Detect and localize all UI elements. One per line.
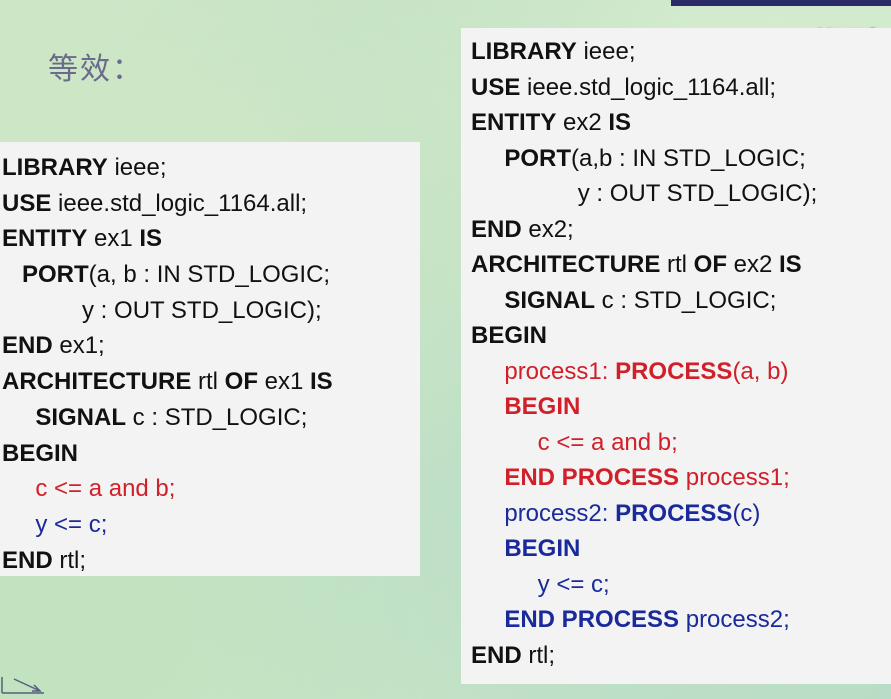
code-line: process2: PROCESS(c) bbox=[471, 496, 891, 532]
code-line: END rtl; bbox=[2, 543, 420, 579]
code-token: OF bbox=[224, 368, 258, 396]
code-line: LIBRARY ieee; bbox=[471, 34, 891, 70]
code-token: ex1 bbox=[87, 225, 140, 253]
code-token: ex1; bbox=[52, 332, 105, 360]
code-line: BEGIN bbox=[471, 389, 891, 425]
code-line: BEGIN bbox=[471, 531, 891, 567]
code-line: END ex1; bbox=[2, 328, 420, 364]
code-token: ARCHITECTURE bbox=[2, 368, 192, 396]
code-token: y : OUT STD_LOGIC); bbox=[471, 180, 818, 207]
code-token: ex1 bbox=[257, 368, 311, 396]
code-token: ENTITY bbox=[2, 225, 88, 253]
code-line: END ex2; bbox=[471, 212, 891, 248]
code-token: OF bbox=[693, 251, 727, 278]
code-token: c <= a and b; bbox=[471, 428, 678, 456]
code-token: ex2 bbox=[726, 251, 780, 278]
code-token: END bbox=[2, 332, 53, 360]
code-token: IS bbox=[310, 368, 333, 396]
code-line: USE ieee.std_logic_1164.all; bbox=[471, 70, 891, 106]
code-token: (a, b : IN STD_LOGIC; bbox=[88, 261, 331, 289]
page-title: 等效： bbox=[48, 52, 144, 87]
code-token: ieee; bbox=[576, 38, 636, 65]
code-token: rtl bbox=[660, 251, 694, 278]
code-token: process1: bbox=[471, 357, 616, 385]
code-token: END bbox=[471, 641, 522, 669]
code-token: SIGNAL bbox=[2, 403, 127, 431]
code-line: c <= a and b; bbox=[471, 425, 891, 461]
code-line: y <= c; bbox=[471, 567, 891, 603]
code-token: BEGIN bbox=[471, 393, 581, 420]
top-accent-bar bbox=[671, 0, 891, 6]
code-token: BEGIN bbox=[2, 439, 79, 467]
code-token: END bbox=[2, 546, 53, 574]
code-token: END PROCESS bbox=[471, 464, 680, 491]
slide-nav-corner-icon[interactable] bbox=[0, 671, 46, 695]
code-token: BEGIN bbox=[471, 535, 581, 562]
code-line: END PROCESS process2; bbox=[471, 602, 891, 638]
code-token: ieee; bbox=[107, 154, 167, 181]
code-token: BEGIN bbox=[471, 322, 548, 349]
code-line: ARCHITECTURE rtl OF ex2 IS bbox=[471, 247, 891, 283]
code-token: IS bbox=[608, 109, 632, 136]
code-line: ENTITY ex2 IS bbox=[471, 105, 891, 141]
code-line: ARCHITECTURE rtl OF ex1 IS bbox=[2, 364, 420, 400]
code-line: PORT(a,b : IN STD_LOGIC; bbox=[471, 141, 891, 177]
code-token: LIBRARY bbox=[2, 154, 108, 181]
code-token: USE bbox=[471, 73, 521, 101]
code-line: PORT(a, b : IN STD_LOGIC; bbox=[2, 257, 420, 293]
code-token: process2; bbox=[679, 606, 790, 633]
code-token: END PROCESS bbox=[471, 606, 680, 633]
code-line: process1: PROCESS(a, b) bbox=[471, 354, 891, 390]
code-token: process2: bbox=[471, 499, 616, 527]
code-line: y : OUT STD_LOGIC); bbox=[2, 293, 420, 329]
code-token: ex2 bbox=[556, 109, 609, 136]
code-token: ieee.std_logic_1164.all; bbox=[51, 189, 308, 217]
code-line: USE ieee.std_logic_1164.all; bbox=[2, 186, 420, 222]
code-token: c <= a and b; bbox=[2, 475, 176, 503]
code-token: process1; bbox=[679, 464, 790, 491]
code-token: c : STD_LOGIC; bbox=[126, 403, 308, 431]
code-token: rtl; bbox=[521, 641, 555, 669]
code-token: IS bbox=[139, 225, 163, 253]
code-token: (a, b) bbox=[732, 357, 789, 385]
code-token: END bbox=[471, 215, 522, 243]
code-line: y <= c; bbox=[2, 507, 420, 543]
code-token: SIGNAL bbox=[471, 286, 596, 314]
code-line: SIGNAL c : STD_LOGIC; bbox=[2, 400, 420, 436]
code-token: USE bbox=[2, 189, 52, 217]
code-line: END PROCESS process1; bbox=[471, 460, 891, 496]
code-token: y : OUT STD_LOGIC); bbox=[2, 296, 322, 324]
code-token: LIBRARY bbox=[471, 38, 577, 65]
code-token: rtl; bbox=[52, 546, 86, 574]
code-token: PORT bbox=[471, 144, 572, 172]
code-line: BEGIN bbox=[471, 318, 891, 354]
code-token: y <= c; bbox=[471, 570, 610, 598]
code-token: ARCHITECTURE bbox=[471, 251, 661, 278]
code-token: c : STD_LOGIC; bbox=[595, 286, 777, 314]
code-token: rtl bbox=[191, 368, 225, 396]
code-block-ex2: LIBRARY ieee;USE ieee.std_logic_1164.all… bbox=[461, 28, 891, 684]
code-line: c <= a and b; bbox=[2, 471, 420, 507]
code-line: SIGNAL c : STD_LOGIC; bbox=[471, 283, 891, 319]
code-block-ex1: LIBRARY ieee;USE ieee.std_logic_1164.all… bbox=[0, 142, 420, 576]
code-line: LIBRARY ieee; bbox=[2, 150, 420, 186]
code-token: IS bbox=[779, 251, 802, 278]
code-line: ENTITY ex1 IS bbox=[2, 221, 420, 257]
code-line: y : OUT STD_LOGIC); bbox=[471, 176, 891, 212]
code-token: ENTITY bbox=[471, 109, 557, 136]
code-token: ieee.std_logic_1164.all; bbox=[520, 73, 777, 101]
code-token: y <= c; bbox=[2, 510, 108, 538]
code-token: ex2; bbox=[521, 215, 574, 243]
code-token: (c) bbox=[732, 499, 761, 527]
code-line: BEGIN bbox=[2, 436, 420, 472]
code-token: (a,b : IN STD_LOGIC; bbox=[571, 144, 806, 172]
code-token: PROCESS bbox=[615, 499, 733, 527]
code-line: END rtl; bbox=[471, 638, 891, 674]
code-token: PROCESS bbox=[615, 357, 733, 385]
code-token: PORT bbox=[2, 261, 89, 289]
